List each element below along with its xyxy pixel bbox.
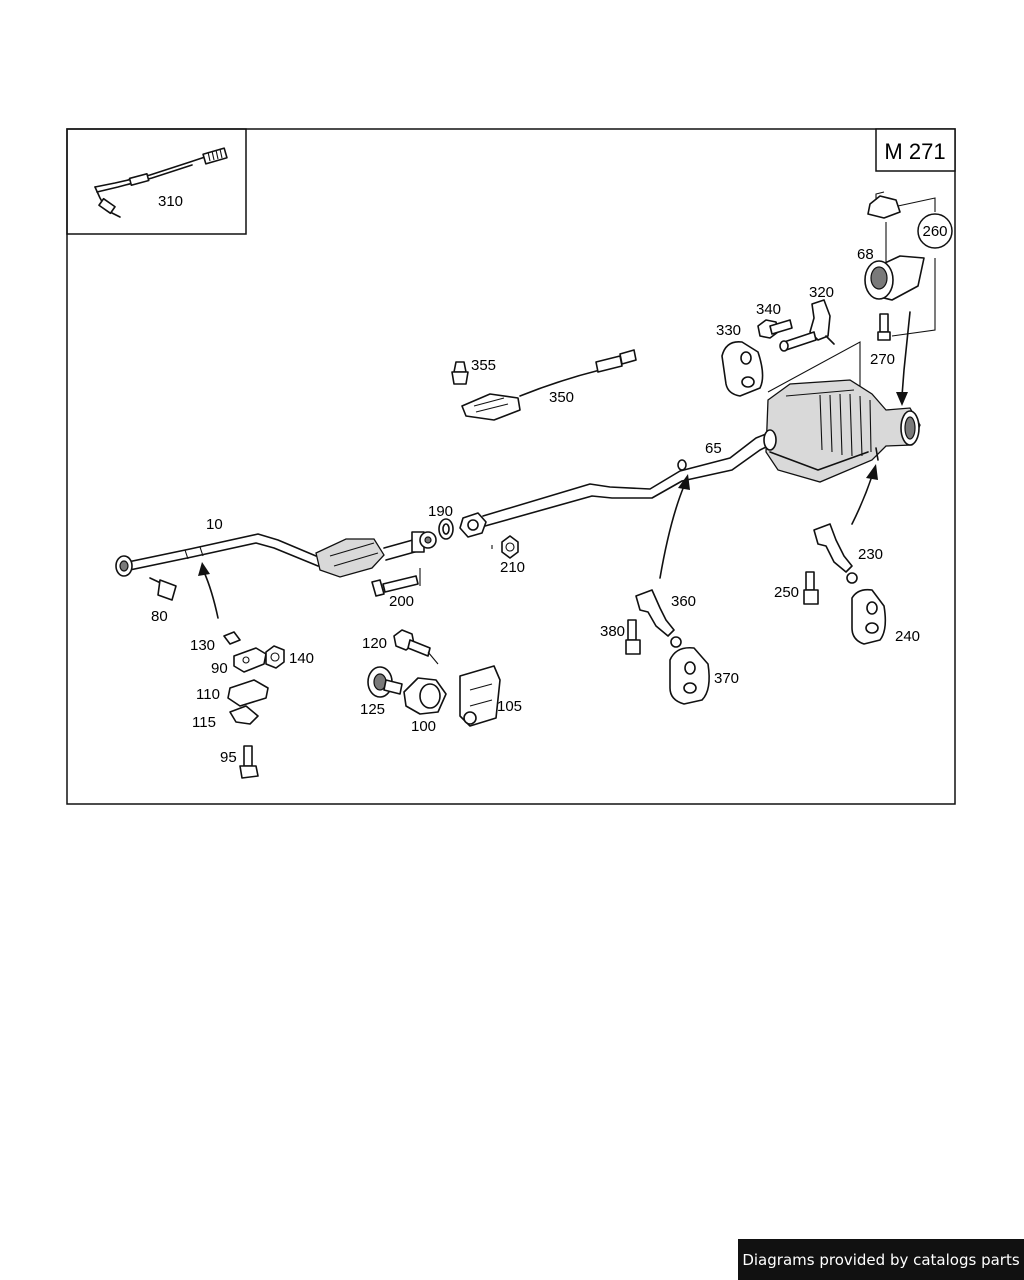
- rubber-hanger-240: [851, 588, 887, 645]
- label-110: 110: [196, 686, 220, 703]
- label-10: 10: [206, 516, 223, 533]
- label-105: 105: [497, 698, 522, 715]
- label-80: 80: [151, 608, 168, 625]
- bolt-380: [625, 619, 641, 655]
- clip-260-top: [867, 191, 936, 219]
- nut-210: [491, 535, 519, 559]
- label-68: 68: [857, 246, 874, 263]
- label-100: 100: [411, 718, 436, 735]
- label-355: 355: [471, 357, 496, 374]
- label-240: 240: [895, 628, 920, 645]
- bolt-95: [239, 745, 259, 779]
- diagram-frame: [66, 128, 956, 805]
- label-330: 330: [716, 322, 741, 339]
- bolt-340: [757, 319, 793, 339]
- label-210: 210: [500, 559, 525, 576]
- label-250: 250: [774, 584, 799, 601]
- label-350: 350: [549, 389, 574, 406]
- rubber-hanger-330: [721, 340, 861, 397]
- bracket-360: [635, 589, 682, 648]
- label-200: 200: [389, 593, 414, 610]
- bolt-270: [877, 258, 936, 341]
- label-65: 65: [705, 440, 722, 457]
- rubber-hanger-370: [669, 646, 710, 705]
- rear-muffler: [763, 379, 921, 483]
- front-pipe-10: [115, 531, 437, 578]
- label-115: 115: [192, 714, 216, 731]
- bolt-120: [393, 629, 439, 665]
- oxygen-sensor-350: [461, 349, 637, 421]
- connector-355: [451, 361, 469, 385]
- label-270: 270: [870, 351, 895, 368]
- label-130: 130: [190, 637, 215, 654]
- label-190: 190: [428, 503, 453, 520]
- tailpipe-tip-68: [864, 222, 925, 301]
- engine-code: M 271: [884, 139, 945, 164]
- exhaust-temp-sensor-310: [94, 147, 228, 218]
- bolt-80: [149, 577, 177, 601]
- bolt-250: [803, 571, 819, 605]
- intermediate-pipe-65: [459, 433, 769, 538]
- label-370: 370: [714, 670, 739, 687]
- label-95: 95: [220, 749, 237, 766]
- label-260: 260: [922, 223, 947, 240]
- arrows: [198, 311, 911, 619]
- label-360: 360: [671, 593, 696, 610]
- bolt-200: [371, 568, 421, 597]
- callout-circle-260: [917, 213, 953, 249]
- label-125: 125: [360, 701, 385, 718]
- label-310: 310: [158, 193, 183, 210]
- bracket-320: [779, 299, 835, 352]
- clip-115: [229, 705, 259, 725]
- label-230: 230: [858, 546, 883, 563]
- bracket-230: [813, 523, 858, 584]
- nut-140: [265, 645, 285, 669]
- label-320: 320: [809, 284, 834, 301]
- clamp-130: [223, 631, 241, 645]
- label-120: 120: [362, 635, 387, 652]
- part-labels: 310 355 350 340 320 330 68 260 270 65 10…: [151, 193, 948, 766]
- label-140: 140: [289, 650, 314, 667]
- sensor-inset-frame: [66, 128, 247, 235]
- credit-banner: Diagrams provided by catalogs parts: [738, 1239, 1024, 1280]
- gasket-190: [438, 518, 454, 540]
- label-380: 380: [600, 623, 625, 640]
- engine-code-box: [875, 128, 956, 172]
- label-90: 90: [211, 660, 228, 677]
- clip-110: [227, 679, 269, 707]
- plate-90: [233, 647, 267, 673]
- bracket-105: [459, 665, 501, 727]
- label-340: 340: [756, 301, 781, 318]
- mount-100: [403, 677, 447, 715]
- bushing-125: [367, 666, 403, 698]
